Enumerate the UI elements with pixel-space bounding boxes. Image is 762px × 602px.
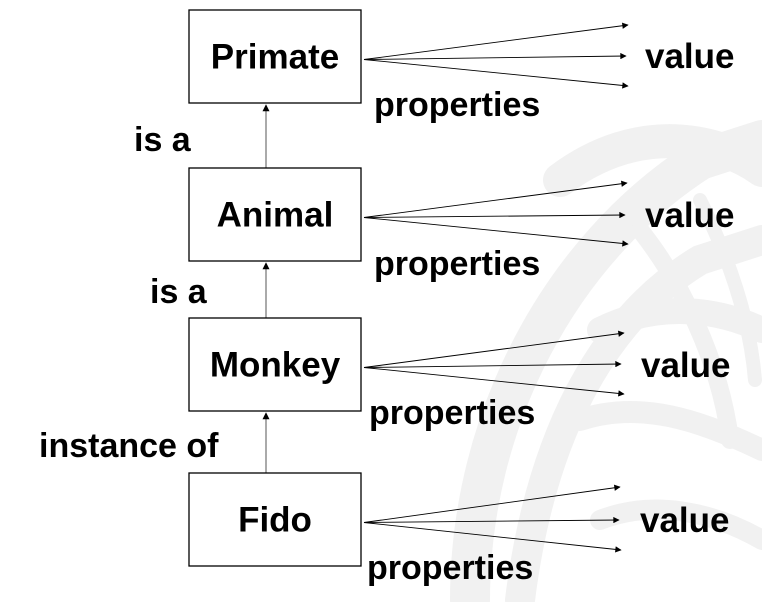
node-fido: Fido [188, 472, 362, 567]
connectors-layer [262, 22, 629, 553]
node-fido-value-label: value [640, 501, 730, 540]
node-animal-property-arrow-3 [363, 217, 629, 247]
node-primate-property-arrow-1 [363, 22, 629, 60]
node-animal: Animal [188, 167, 362, 262]
background-watermark-image [450, 120, 762, 602]
node-fido-property-arrow-1 [363, 484, 621, 523]
node-monkey-property-arrow-2 [363, 360, 622, 368]
node-primate-property-arrow-3 [363, 59, 629, 89]
node-animal-box [188, 167, 362, 262]
node-monkey-property-arrow-1 [363, 330, 625, 368]
node-animal-properties-label: properties [374, 245, 540, 283]
node-primate-box [188, 9, 362, 104]
node-animal-property-arrow-2 [363, 211, 626, 219]
node-primate-properties-label: properties [374, 86, 540, 124]
node-monkey-label: Monkey [210, 346, 341, 385]
node-fido-property-arrow-2 [363, 516, 620, 524]
node-monkey-property-arrow-3 [363, 367, 625, 397]
node-fido-properties-label: properties [367, 549, 533, 587]
node-animal-value-label: value [645, 196, 735, 235]
node-fido-box [188, 472, 362, 567]
node-animal-property-arrow-1 [363, 180, 628, 218]
node-primate-property-arrow-2 [363, 52, 627, 60]
relation-monkey-to-animal-label: is a [150, 273, 208, 311]
node-animal-label: Animal [217, 196, 334, 235]
node-fido-label: Fido [238, 501, 312, 540]
node-primate-label: Primate [211, 38, 339, 77]
node-primate-value-label: value [645, 37, 735, 76]
node-monkey-box [188, 317, 362, 412]
node-fido-property-arrow-3 [363, 522, 622, 553]
node-monkey: Monkey [188, 317, 362, 412]
node-monkey-properties-label: properties [369, 394, 535, 432]
labels-layer: properties value properties value properties… [39, 37, 735, 587]
node-primate: Primate [188, 9, 362, 104]
node-monkey-value-label: value [641, 346, 731, 385]
relation-animal-to-primate-label: is a [134, 121, 192, 159]
relation-fido-to-monkey-label: instance of [39, 427, 219, 465]
